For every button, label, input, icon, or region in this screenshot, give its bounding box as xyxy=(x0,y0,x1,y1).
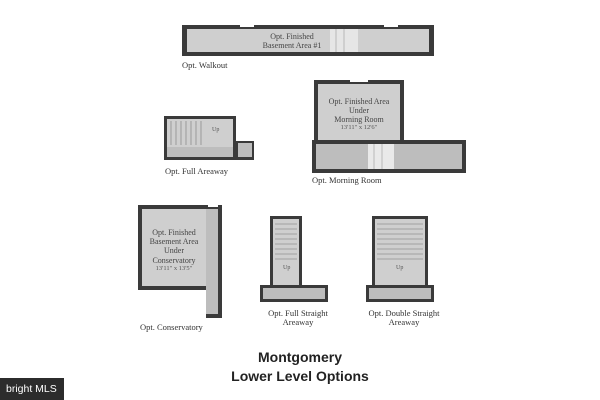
walkout-room-label: Opt. Finished Basement Area #1 xyxy=(232,32,352,50)
double-straight-areaway-plan xyxy=(366,216,434,302)
conservatory-room-label: Opt. Finished Basement Area Under Conser… xyxy=(142,228,206,265)
morning-room-label: Opt. Finished Area Under Morning Room xyxy=(318,97,400,125)
morning-room-line3: Morning Room xyxy=(334,115,384,125)
double-straight-caption-line1: Opt. Double Straight xyxy=(368,308,440,318)
full-straight-caption-line1: Opt. Full Straight xyxy=(268,308,328,318)
double-straight-caption-line2: Areaway xyxy=(388,317,420,328)
conservatory-plan xyxy=(138,195,222,318)
conservatory-line3: Under xyxy=(164,246,184,256)
conservatory-dimensions: 13'11" x 13'5" xyxy=(155,265,193,272)
morning-room-line2: Under xyxy=(349,106,369,116)
morning-room-line1: Opt. Finished Area xyxy=(328,97,390,106)
conservatory-line2: Basement Area xyxy=(149,237,199,247)
full-straight-up-label: Up xyxy=(283,265,291,271)
brightmls-watermark: bright MLS xyxy=(0,378,64,400)
walkout-plan xyxy=(182,24,434,56)
plan-subtitle: Lower Level Options xyxy=(231,368,369,384)
full-areaway-caption: Opt. Full Areaway xyxy=(165,166,229,176)
full-straight-areaway-plan xyxy=(260,216,328,302)
walkout-caption: Opt. Walkout xyxy=(182,60,228,70)
full-straight-caption-line2: Areaway xyxy=(282,317,314,328)
conservatory-caption: Opt. Conservatory xyxy=(140,322,203,332)
full-straight-caption: Opt. Full Straight Areaway xyxy=(248,308,348,328)
morning-room-dimensions: 13'11" x 12'6" xyxy=(340,124,378,131)
conservatory-line4: Conservatory xyxy=(152,255,196,265)
full-areaway-plan xyxy=(164,116,254,160)
double-straight-caption: Opt. Double Straight Areaway xyxy=(354,308,454,328)
walkout-room-name: Opt. Finished Basement Area #1 xyxy=(262,32,322,51)
double-straight-up-label: Up xyxy=(396,265,404,271)
plan-title: Montgomery xyxy=(258,349,342,365)
full-areaway-up-label: Up xyxy=(212,127,220,133)
conservatory-line1: Opt. Finished xyxy=(152,228,196,237)
morning-room-caption: Opt. Morning Room xyxy=(312,175,382,185)
morning-room-plan xyxy=(312,79,466,173)
